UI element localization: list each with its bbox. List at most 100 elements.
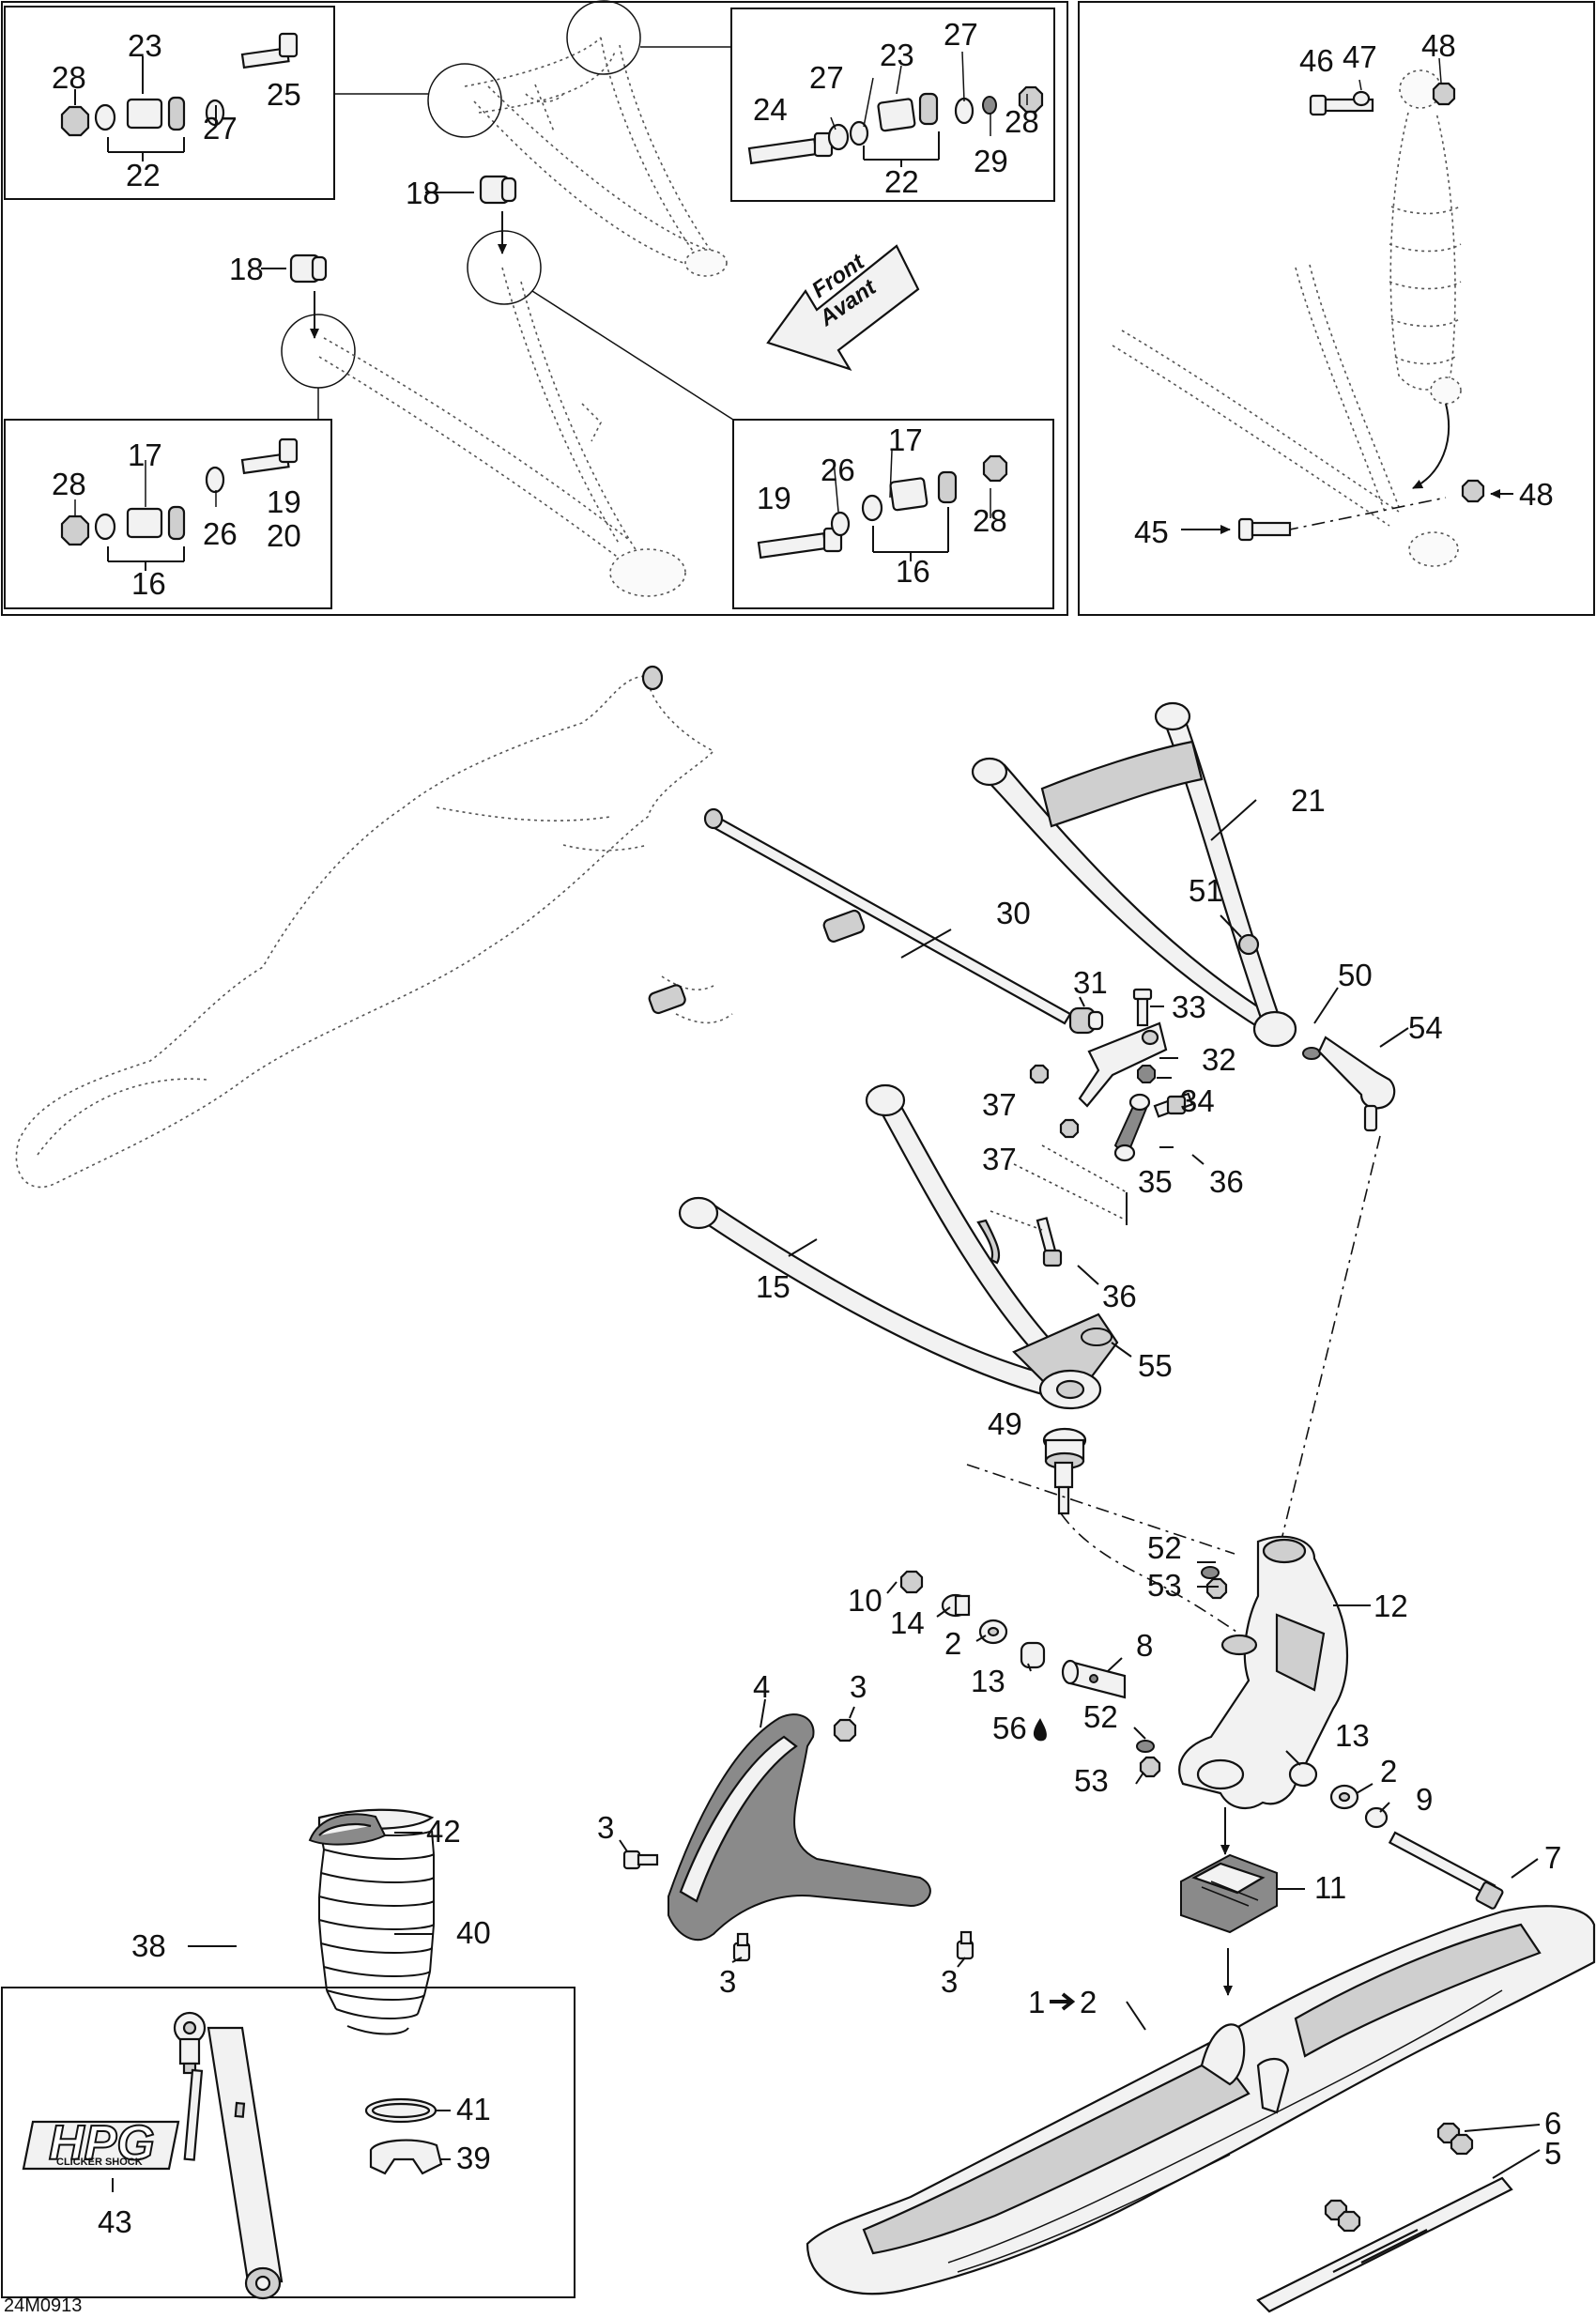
washer-47 xyxy=(1352,90,1371,107)
nut-48-top xyxy=(1432,82,1456,106)
lower-a-arm-ghost xyxy=(318,267,686,597)
nut-10 xyxy=(899,1570,924,1594)
bolt-3-a xyxy=(622,1850,659,1870)
callout-16: 16 xyxy=(896,554,930,589)
callout-52: 52 xyxy=(1147,1530,1182,1565)
callout-28: 28 xyxy=(973,503,1007,538)
callout-51: 51 xyxy=(1189,873,1223,908)
callout-53: 53 xyxy=(1074,1763,1109,1798)
arms-ghost-right xyxy=(1112,264,1459,567)
callout-28: 28 xyxy=(52,467,86,501)
callout-3: 3 xyxy=(719,1964,736,1999)
callout-2: 2 xyxy=(944,1626,961,1661)
hardware-stack-16-right xyxy=(757,454,1008,560)
pivot-circle-mid xyxy=(467,230,542,305)
clip-50 xyxy=(1302,1047,1321,1060)
bolt-3-b xyxy=(833,1718,857,1742)
hardware-stack-16-left xyxy=(60,438,299,546)
callout-6: 6 xyxy=(1544,2106,1561,2141)
ball-joint-54 xyxy=(1317,1036,1396,1132)
bolt-3-d xyxy=(956,1930,974,1960)
sway-bar-30 xyxy=(703,807,1104,1035)
spring-stopper-39 xyxy=(369,2139,443,2175)
bushing-14 xyxy=(941,1593,971,1618)
inset-box-top-left xyxy=(4,6,335,200)
callout-45: 45 xyxy=(1134,514,1169,549)
callout-2: 2 xyxy=(1380,1754,1397,1788)
callout-37: 37 xyxy=(982,1087,1017,1122)
callout-43: 43 xyxy=(98,2204,132,2239)
link-rod-35 xyxy=(1113,1093,1151,1162)
callout-22: 22 xyxy=(884,164,919,199)
callout-53: 53 xyxy=(1147,1568,1182,1603)
callout-labels: 28 23 25 27 22 27 23 27 24 28 29 22 18 1… xyxy=(52,17,1561,2239)
callout-26: 26 xyxy=(203,516,238,551)
shock-ghost xyxy=(1389,69,1462,405)
callout-10: 10 xyxy=(848,1583,882,1618)
lower-a-arm-15 xyxy=(678,1083,1119,1410)
inset-box-top-right xyxy=(730,8,1055,202)
callout-15: 15 xyxy=(756,1269,790,1304)
callout-2: 2 xyxy=(1080,1985,1097,2019)
upper-arm-detail-frame xyxy=(1,1,1068,616)
leader-lines-top xyxy=(74,51,1442,518)
callout-36: 36 xyxy=(1102,1279,1137,1313)
callout-42: 42 xyxy=(426,1814,461,1849)
washer-52-top xyxy=(1201,1566,1220,1579)
callout-48: 48 xyxy=(1421,28,1456,63)
callout-3: 3 xyxy=(597,1810,614,1845)
callout-14: 14 xyxy=(890,1605,925,1640)
nut-37-mid xyxy=(1059,1118,1080,1139)
callout-49: 49 xyxy=(988,1406,1022,1441)
bolt-33 xyxy=(1132,988,1153,1027)
inset-box-bottom-right xyxy=(732,419,1054,609)
callout-5: 5 xyxy=(1544,2136,1561,2171)
callout-1: 1 xyxy=(1028,1985,1045,2019)
hardware-stack-22-left xyxy=(60,32,299,137)
ball-joint-49 xyxy=(1042,1427,1087,1515)
callout-8: 8 xyxy=(1136,1628,1153,1663)
callout-47: 47 xyxy=(1343,39,1377,74)
pivot-circle-upper-right xyxy=(566,0,641,75)
callout-17: 17 xyxy=(128,438,162,472)
bolt-36-lower xyxy=(1036,1217,1063,1267)
callout-19: 19 xyxy=(757,481,791,515)
leader-lines-main xyxy=(619,799,1541,2179)
callout-46: 46 xyxy=(1299,43,1334,78)
callout-52: 52 xyxy=(1083,1699,1118,1734)
right-arrow-icon xyxy=(1050,1992,1076,2011)
callout-40: 40 xyxy=(456,1915,491,1950)
spring-cup-42 xyxy=(308,1813,387,1846)
callout-28: 28 xyxy=(52,60,86,95)
callout-13: 13 xyxy=(1335,1718,1370,1753)
nut-37-top xyxy=(1029,1064,1050,1084)
callout-25: 25 xyxy=(267,77,301,112)
bolt-7 xyxy=(1388,1831,1504,1910)
shock-components-frame xyxy=(1,1987,575,2298)
callout-33: 33 xyxy=(1172,990,1206,1024)
washer-9 xyxy=(1364,1806,1389,1829)
callout-32: 32 xyxy=(1202,1042,1236,1077)
bushing-18-upper xyxy=(479,175,517,205)
nuts-6 xyxy=(1324,2122,1474,2233)
steering-arm-32 xyxy=(1078,1021,1168,1108)
chassis-ghost xyxy=(15,675,733,1189)
callout-12: 12 xyxy=(1373,1589,1408,1623)
callout-4: 4 xyxy=(753,1669,770,1704)
callout-24: 24 xyxy=(753,92,788,127)
callout-21: 21 xyxy=(1291,783,1326,818)
logo-clicker-text: CLICKER SHOCK xyxy=(56,2157,143,2168)
callout-50: 50 xyxy=(1338,958,1373,992)
front-direction-arrow: Front Avant xyxy=(766,244,920,371)
callout-20: 20 xyxy=(267,518,301,553)
nut-53-top xyxy=(1205,1577,1228,1600)
bolt-36-right xyxy=(1153,1092,1194,1118)
callout-17: 17 xyxy=(888,422,923,457)
upper-a-arm-ghost xyxy=(464,37,728,277)
spindle-12 xyxy=(1178,1535,1349,1810)
callout-23: 23 xyxy=(880,38,914,72)
nut-48-bottom xyxy=(1461,479,1485,503)
callout-23: 23 xyxy=(128,28,162,63)
callout-41: 41 xyxy=(456,2092,491,2126)
